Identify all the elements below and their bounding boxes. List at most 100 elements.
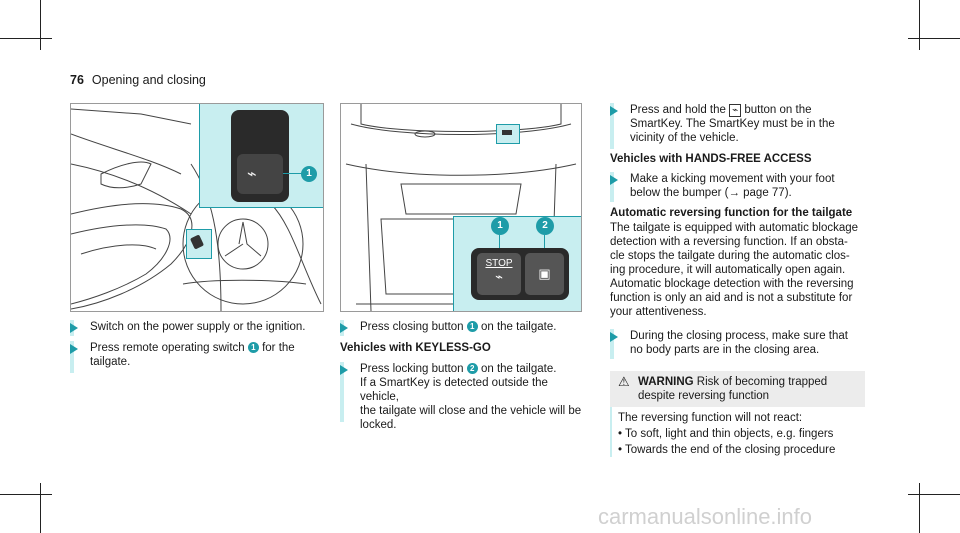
stop-label: STOP [485, 258, 513, 269]
text-part: button on the [744, 104, 812, 116]
warning-icon: ⚠ [618, 374, 630, 389]
text-part: Press and hold the [630, 104, 726, 116]
callout-badge-1: 1 [491, 217, 509, 235]
page-header: 76 Opening and closing [70, 73, 206, 87]
callout-badge-2: 2 [536, 217, 554, 235]
warning-text: despite reversing function [638, 390, 770, 402]
paragraph-line: detection with a reversing function. If … [610, 236, 848, 248]
crop-mark [0, 38, 52, 39]
bullet-bar [610, 172, 614, 202]
text-part: below the bumper (→ page 77). [630, 187, 792, 199]
callout-ref: 1 [247, 342, 259, 353]
locking-button: ▣ [525, 253, 564, 295]
warning-header [610, 371, 865, 407]
section-heading-keyless: Vehicles with KEYLESS-GO [340, 342, 491, 354]
step-text: Make a kicking movement with your foot b… [630, 172, 835, 200]
crop-mark [908, 38, 960, 39]
step-arrow-icon [340, 365, 348, 375]
paragraph-line: The tailgate is equipped with automatic … [610, 222, 859, 234]
step-text: Press locking button 2 on the tailgate. … [360, 362, 590, 432]
warning-item-text: Towards the end of the closing procedure [625, 444, 836, 456]
text-part: locked. [360, 419, 397, 431]
leader-line [544, 235, 545, 251]
leader-line [283, 173, 303, 174]
warning-item: • To soft, light and thin objects, e.g. … [618, 427, 833, 441]
text-part: If a SmartKey is detected outside the ve… [360, 377, 548, 403]
col1-step-2: Press remote operating switch 1 for the … [70, 341, 330, 373]
text-part: During the closing process, make sure th… [630, 330, 848, 342]
closing-button: STOP ⌁ [477, 253, 521, 295]
text-part: Make a kicking movement with your foot [630, 173, 835, 185]
warning-bar [610, 371, 612, 457]
figure-tailgate-buttons: 1 2 STOP ⌁ ▣ [340, 103, 582, 312]
warning-item-text: To soft, light and thin objects, e.g. fi… [625, 428, 834, 440]
figure-door-switch: ⌁ 1 [70, 103, 324, 312]
step-text: Switch on the power supply or the igniti… [90, 321, 306, 333]
bullet-dot-icon: • [618, 428, 623, 440]
text-part: tailgate. [90, 356, 131, 368]
step-arrow-icon [610, 175, 618, 185]
switch-location-highlight [186, 229, 212, 259]
section-title: Opening and closing [91, 73, 206, 87]
crop-mark [40, 0, 41, 50]
crop-mark [0, 494, 52, 495]
step-arrow-icon [610, 332, 618, 342]
warning-text: Risk of becoming trapped [696, 376, 828, 388]
callout-ref: 2 [466, 363, 478, 374]
switch-button [237, 154, 283, 194]
bullet-bar [610, 103, 614, 149]
step-arrow-icon [340, 323, 348, 333]
lock-icon: ▣ [538, 266, 551, 281]
crop-mark [919, 0, 920, 50]
paragraph-line: cle stops the tailgate during the automa… [610, 250, 850, 262]
text-part: on the tailgate. [480, 363, 557, 375]
text-part: vicinity of the vehicle. [630, 132, 739, 144]
crop-mark [40, 483, 41, 533]
callout-ref: 1 [466, 321, 478, 332]
bullet-dot-icon: • [618, 444, 623, 456]
warning-title: WARNING [638, 376, 694, 388]
text-part: the tailgate will close and the vehicle … [360, 405, 582, 417]
crop-mark [908, 494, 960, 495]
warning-heading: WARNING Risk of becoming trapped despite… [638, 375, 863, 403]
watermark: carmanualsonline.info [598, 504, 813, 529]
text-part: no body parts are in the closing area. [630, 344, 820, 356]
text-part: on the tailgate. [480, 321, 557, 333]
col2-step-1: Press closing button 1 on the tailgate. [340, 320, 590, 336]
paragraph-line: Automatic blockage detection with the re… [610, 278, 854, 290]
step-arrow-icon [610, 106, 618, 116]
step-arrow-icon [70, 323, 78, 333]
step-text: During the closing process, make sure th… [630, 329, 848, 357]
page-number: 76 [70, 73, 84, 87]
crop-mark [919, 483, 920, 533]
bullet-bar [340, 362, 344, 422]
text-part: Press remote operating switch [90, 342, 245, 354]
col2-step-2: Press locking button 2 on the tailgate. … [340, 362, 590, 431]
text-part: Press locking button [360, 363, 464, 375]
paragraph-line: ing procedure, it will automatically ope… [610, 264, 846, 276]
warning-box: ⚠ WARNING Risk of becoming trapped despi… [610, 371, 865, 457]
section-heading-hands-free: Vehicles with HANDS-FREE ACCESS [610, 153, 812, 165]
paragraph-line: your attentiveness. [610, 306, 707, 318]
text-part: Press closing button [360, 321, 464, 333]
step-text: Press and hold the ⌁ button on the Smart… [630, 103, 835, 145]
col3-step-1: Press and hold the ⌁ button on the Smart… [610, 103, 870, 149]
callout-badge: 1 [301, 166, 317, 182]
trunk-button-mini [502, 130, 512, 135]
step-text: Press closing button 1 on the tailgate. [360, 320, 556, 334]
warning-body: The reversing function will not react: [618, 412, 803, 424]
section-heading-auto-reverse: Automatic reversing function for the tai… [610, 207, 853, 219]
warning-item: • Towards the end of the closing procedu… [618, 443, 835, 457]
tailgate-icon: ⌁ [247, 166, 257, 183]
col3-step-2: Make a kicking movement with your foot b… [610, 172, 870, 202]
leader-line [499, 235, 500, 251]
auto-reverse-paragraph: The tailgate is equipped with automatic … [610, 221, 875, 319]
text-part: for the [262, 342, 295, 354]
paragraph-line: function is only an aid and is not a sub… [610, 292, 853, 304]
col3-step-3: During the closing process, make sure th… [610, 329, 870, 359]
bullet-bar [70, 341, 74, 373]
col1-step-1: Switch on the power supply or the igniti… [70, 320, 330, 336]
tailgate-close-icon: ⌁ [495, 269, 503, 284]
tailgate-key-icon: ⌁ [729, 104, 742, 117]
step-text: Press remote operating switch 1 for the … [90, 341, 295, 369]
